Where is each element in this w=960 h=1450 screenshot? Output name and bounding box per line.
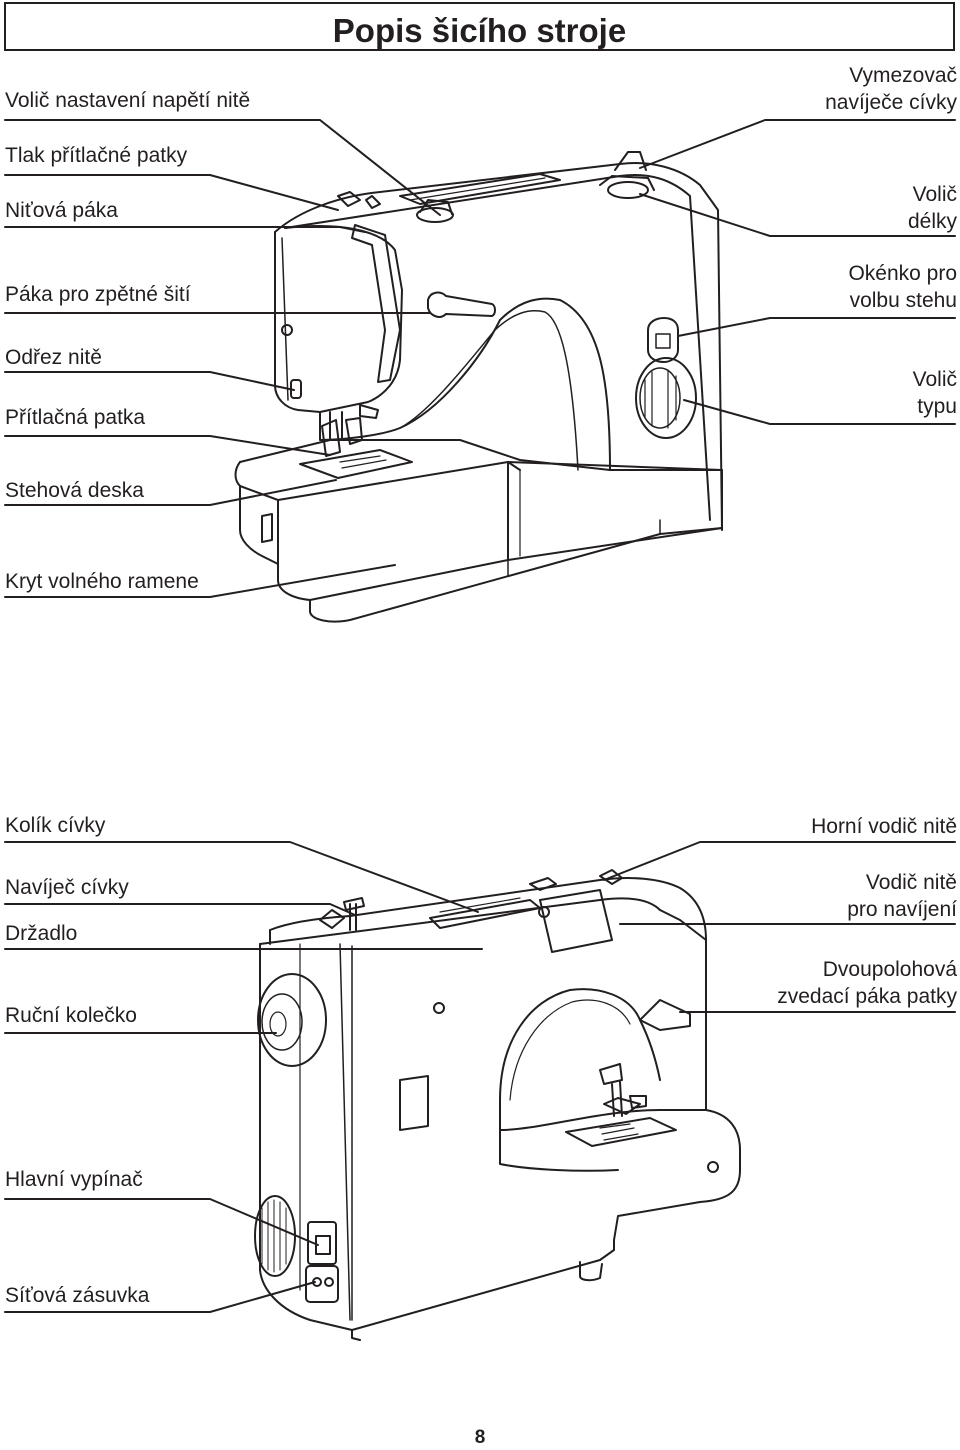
label-thread-lever: Niťová páka <box>5 199 118 222</box>
label-line: Volič <box>912 368 957 391</box>
label-line: Vodič nitě <box>865 871 957 894</box>
label-needle-plate: Stehová deska <box>5 479 144 502</box>
label-line: délky <box>907 210 957 233</box>
back-leader-lines <box>4 841 956 1313</box>
label-handle: Držadlo <box>5 922 78 945</box>
label-upper-thread-guide: Horní vodič nitě <box>811 813 957 840</box>
back-machine-drawing <box>254 869 741 1341</box>
label-line: Okénko pro <box>848 262 957 285</box>
page-number: 8 <box>474 1427 486 1448</box>
page-title: Popis šicího stroje <box>332 12 627 49</box>
label-thread-cutter: Odřez nitě <box>5 346 102 369</box>
label-presser-pressure: Tlak přítlačné patky <box>5 144 188 167</box>
label-line: zvedací páka patky <box>777 985 957 1008</box>
label-line: pro navíjení <box>847 898 957 921</box>
label-presser-lifter: Dvoupolohová zvedací páka patky <box>777 956 957 1010</box>
label-stitch-window: Okénko pro volbu stehu <box>848 260 957 314</box>
label-length-dial: Volič délky <box>908 181 957 235</box>
label-pattern-dial: Volič typu <box>913 366 957 420</box>
label-free-arm-cover: Kryt volného ramene <box>5 570 199 593</box>
label-power-switch: Hlavní vypínač <box>5 1168 143 1191</box>
label-tension-dial: Volič nastavení napětí nitě <box>5 89 251 112</box>
label-winding-guide: Vodič nitě pro navíjení <box>847 869 957 923</box>
title-box: Popis šicího stroje <box>4 2 955 51</box>
label-line: Horní vodič nitě <box>811 815 957 838</box>
label-line: Vymezovač <box>849 64 957 87</box>
label-bobbin-stopper: Vymezovač navíječe cívky <box>825 62 957 116</box>
label-line: navíječe cívky <box>825 91 957 114</box>
label-line: Dvoupolohová <box>822 958 957 981</box>
label-line: typu <box>917 395 957 418</box>
front-machine-drawing <box>234 151 723 623</box>
label-spool-pin: Kolík cívky <box>5 814 106 837</box>
label-power-socket: Síťová zásuvka <box>5 1284 150 1307</box>
label-bobbin-winder: Navíječ cívky <box>5 876 129 899</box>
front-leader-lines <box>4 119 956 598</box>
label-line: Volič <box>912 183 957 206</box>
label-handwheel: Ruční kolečko <box>5 1004 137 1027</box>
label-presser-foot: Přítlačná patka <box>5 406 146 429</box>
label-reverse-lever: Páka pro zpětné šití <box>5 283 191 306</box>
label-line: volbu stehu <box>849 289 957 312</box>
